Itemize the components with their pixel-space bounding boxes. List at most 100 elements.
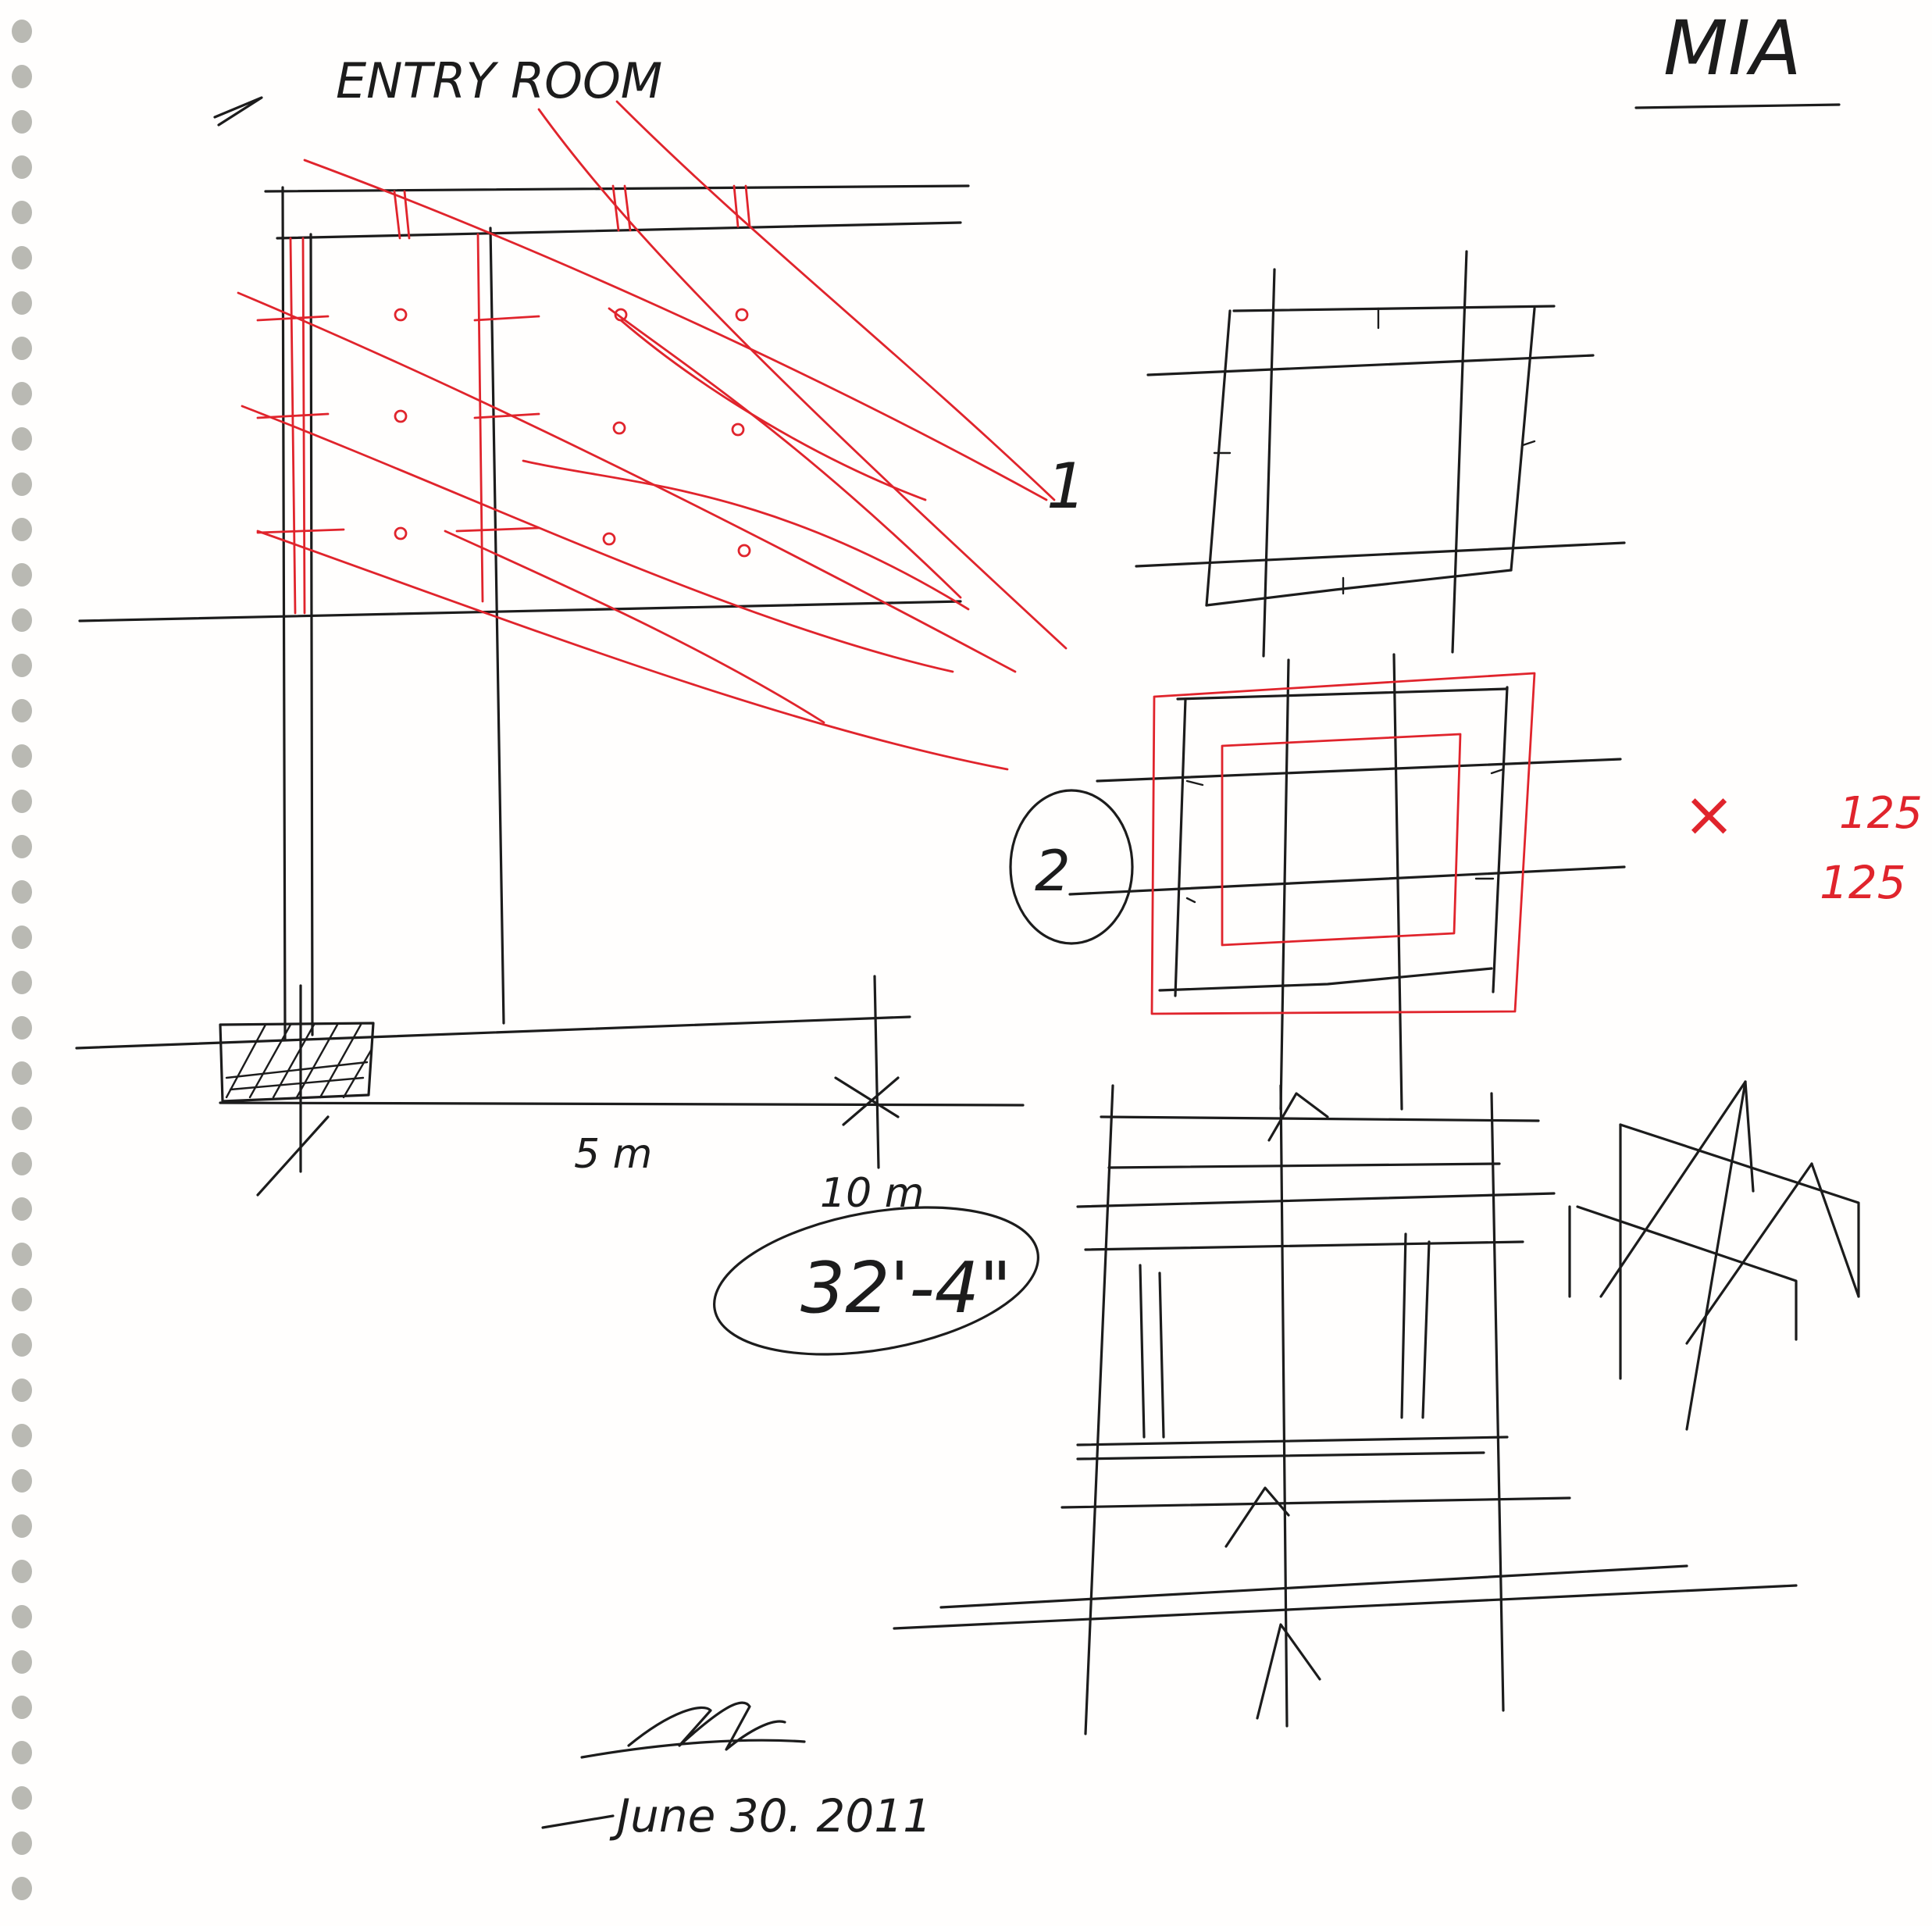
- plan-line: [1176, 687, 1509, 701]
- sketch-line: [1685, 1162, 1813, 1345]
- plan-line: [834, 1076, 900, 1126]
- x-mark: ×: [1683, 778, 1735, 851]
- red-diagonal: [522, 459, 970, 611]
- plan-line: [1060, 1496, 1571, 1509]
- marker-2-circle: [1009, 789, 1134, 945]
- tick-mark: [1213, 307, 1536, 595]
- date-dash: [541, 1814, 615, 1829]
- dimension-125-a: 125: [1839, 788, 1923, 839]
- binding-hole: [12, 1152, 32, 1175]
- binding-hole: [12, 1197, 32, 1221]
- plan-line: [893, 1584, 1798, 1630]
- plan-line: [1135, 541, 1626, 568]
- binding-hole: [12, 790, 32, 813]
- red-diagonal: [303, 159, 1048, 501]
- dimension-125-b: 125: [1820, 856, 1906, 909]
- arrow-up: [1224, 1486, 1290, 1548]
- plan-line: [1096, 758, 1622, 783]
- binding-hole: [12, 1379, 32, 1402]
- dimension-5m: 5 m: [574, 1131, 652, 1178]
- column-block: [219, 1022, 375, 1103]
- plan-line: [1279, 658, 1290, 1111]
- red-point: [737, 544, 751, 558]
- plan-line: [1076, 1192, 1556, 1208]
- binding-hole: [12, 1469, 32, 1493]
- binding-hole: [12, 971, 32, 994]
- binding-hole: [12, 1061, 32, 1085]
- binding-hole: [12, 473, 32, 496]
- red-outer-square: [1150, 672, 1536, 1015]
- red-tick: [733, 184, 751, 228]
- red-point: [394, 526, 408, 540]
- sketch-line: [1576, 1205, 1798, 1341]
- red-diagonal: [615, 100, 1056, 501]
- plan-line: [1400, 1232, 1431, 1419]
- plan-line: [264, 184, 970, 193]
- red-point: [602, 532, 616, 546]
- plan-line: [1076, 1436, 1509, 1446]
- left-plan-red-overlay: [237, 100, 1068, 771]
- binding-hole: [12, 835, 32, 858]
- date-group: June 30. 2011: [541, 1789, 932, 1842]
- plan-line: [1084, 1084, 1114, 1735]
- dimension-10m: 10 m: [820, 1170, 924, 1217]
- project-label-group: MIA: [1634, 5, 1841, 109]
- plan-line: [873, 975, 880, 1169]
- plan-line: [1107, 1162, 1501, 1169]
- red-point: [394, 308, 408, 322]
- dimension-ellipse: [713, 1206, 1039, 1356]
- binding-hole: [12, 744, 32, 768]
- binding-hole: [12, 1786, 32, 1810]
- title-text: ENTRY ROOM: [336, 52, 662, 109]
- binding-hole: [12, 1424, 32, 1447]
- red-tick: [256, 412, 540, 419]
- binding-hole: [12, 155, 32, 179]
- plan-line: [1492, 686, 1509, 993]
- red-tick: [611, 184, 632, 232]
- hatching: [225, 1061, 369, 1091]
- binding-hole: [12, 654, 32, 677]
- plan-line: [1139, 1264, 1165, 1439]
- project-underline: [1634, 103, 1841, 109]
- signature-stroke: [580, 1739, 806, 1759]
- marker-1: 1: [1046, 450, 1086, 523]
- binding-hole: [12, 337, 32, 360]
- sketch-line: [1744, 1080, 1755, 1193]
- dimension-imperial: 32'-4": [800, 1247, 1011, 1329]
- plan-line: [1174, 697, 1187, 997]
- binding-hole: [12, 608, 32, 632]
- plan-line: [1510, 307, 1536, 572]
- plan-line: [1392, 653, 1403, 1111]
- binding-hole: [12, 65, 32, 88]
- square-plan-bottom: [893, 1084, 1798, 1735]
- red-diagonal: [444, 530, 825, 724]
- plan-line: [1205, 569, 1513, 607]
- plan-line: [1205, 309, 1232, 607]
- binding-hole: [12, 1741, 32, 1764]
- binding-hole: [12, 1560, 32, 1583]
- red-diagonal: [241, 405, 954, 673]
- red-point: [735, 308, 749, 322]
- binding-hole: [12, 1333, 32, 1357]
- plan-line: [1068, 865, 1626, 896]
- sketch-line: [1599, 1080, 1747, 1298]
- perspective-sketch: [1568, 1080, 1860, 1431]
- marker-2: 2: [1035, 838, 1071, 904]
- plan-line: [1451, 250, 1468, 654]
- binding-hole: [12, 382, 32, 405]
- red-tick: [256, 526, 540, 534]
- plan-line: [1232, 305, 1556, 312]
- binding-hole: [12, 880, 32, 904]
- binding-hole: [12, 699, 32, 722]
- binding-hole: [12, 518, 32, 541]
- plan-line: [75, 1015, 911, 1050]
- plan-line: [1146, 354, 1595, 376]
- binding-hole: [12, 291, 32, 315]
- binding-hole: [12, 110, 32, 134]
- hatching: [225, 1023, 372, 1099]
- binding-hole: [12, 1877, 32, 1900]
- arrow-up: [1267, 1092, 1329, 1142]
- binding-hole: [12, 246, 32, 269]
